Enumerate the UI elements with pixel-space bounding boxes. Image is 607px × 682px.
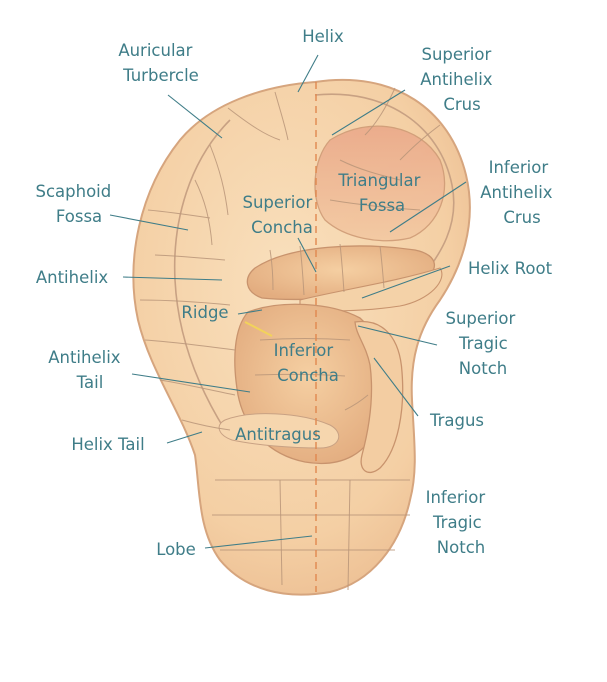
label-triangular-fossa: Triangular Fossa: [337, 171, 425, 215]
antitragus-shape: [218, 413, 340, 449]
label-helix-tail: Helix Tail: [71, 435, 144, 454]
helix-groove: [314, 93, 455, 281]
ridge-mark: [244, 321, 273, 337]
leader-lines: [109, 54, 467, 549]
label-helix-root: Helix Root: [468, 259, 553, 278]
label-superior-concha: Superior Concha: [242, 193, 317, 237]
label-superior-antihelix-crus: Superior Antihelix Crus: [420, 45, 498, 114]
label-ridge: Ridge: [181, 303, 228, 322]
label-lobe: Lobe: [156, 540, 196, 559]
tragus-shape: [354, 320, 404, 473]
label-tragus: Tragus: [429, 411, 484, 430]
label-helix: Helix: [302, 27, 344, 46]
label-scaphoid-fossa: Scaphoid Fossa: [36, 182, 117, 226]
triangular-fossa-shape: [314, 125, 446, 242]
label-auricular-tubercle: Auricular Turbercle: [118, 41, 199, 85]
label-inferior-concha: Inferior Concha: [274, 341, 339, 385]
label-superior-tragic-notch: Superior Tragic Notch: [445, 309, 520, 378]
label-antihelix: Antihelix: [36, 268, 109, 287]
label-inferior-tragic-notch: Inferior Tragic Notch: [426, 488, 491, 557]
label-inferior-antihelix-crus: Inferior Antihelix Crus: [480, 158, 558, 227]
label-antihelix-tail: Antihelix Tail: [48, 348, 126, 392]
zone-grid: [139, 87, 441, 591]
label-antitragus: Antitragus: [235, 425, 321, 444]
